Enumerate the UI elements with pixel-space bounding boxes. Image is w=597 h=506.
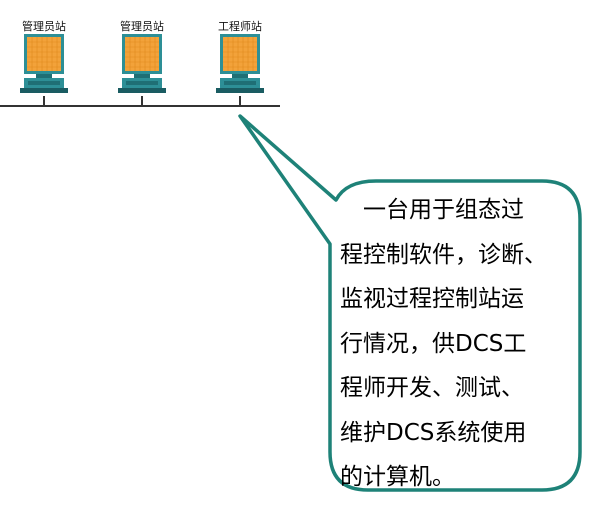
computer-terminal-icon <box>14 34 74 104</box>
engineer-station: 工程师站 <box>205 18 275 104</box>
admin-station-1: 管理员站 <box>9 18 79 104</box>
callout-line: 监视过程控制站运 <box>340 286 524 312</box>
callout-line: 程控制软件，诊断、 <box>340 241 547 268</box>
callout-line: 行情况，供DCS工 <box>340 330 527 357</box>
callout-line: 程师开发、测试、 <box>340 375 524 401</box>
computer-terminal-icon <box>112 34 172 104</box>
callout-line: 维护DCS系统使用 <box>340 419 527 446</box>
callout-line: 的计算机。 <box>340 464 455 490</box>
callout-bubble <box>238 114 582 492</box>
callout-line: 一台用于组态过 <box>340 197 524 223</box>
computer-terminal-icon <box>210 34 270 104</box>
station-label: 工程师站 <box>218 20 262 33</box>
station-label: 管理员站 <box>22 20 66 33</box>
station-label: 管理员站 <box>120 20 164 33</box>
callout-description: 一台用于组态过 程控制软件，诊断、 监视过程控制站运 行情况，供DCS工 程师开… <box>340 188 572 500</box>
admin-station-2: 管理员站 <box>107 18 177 104</box>
